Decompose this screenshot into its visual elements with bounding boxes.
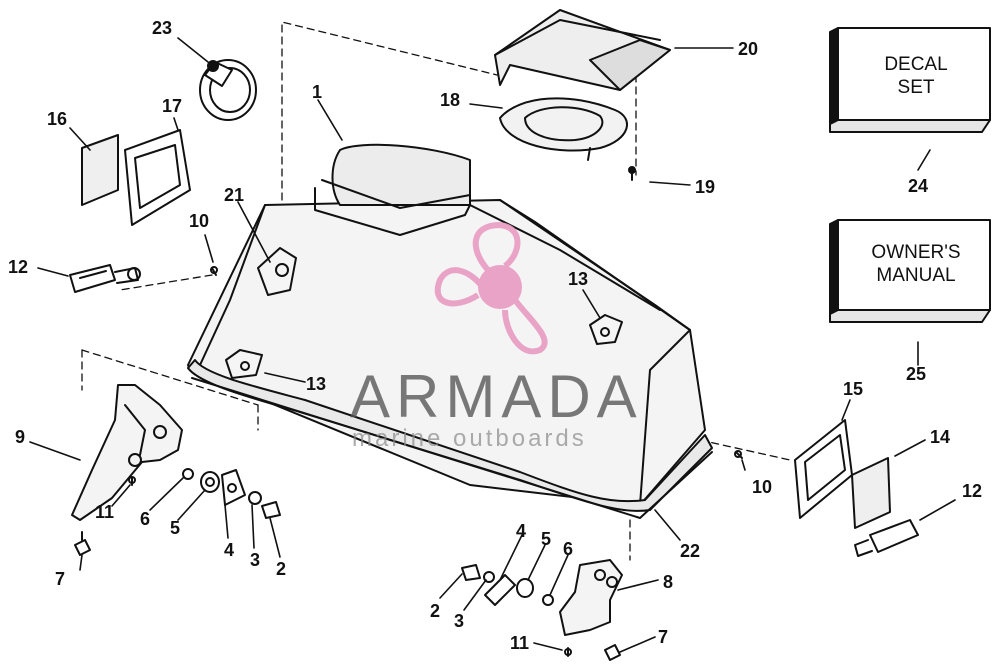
foot-7-right <box>604 644 621 661</box>
callout-5: 5 <box>541 529 552 549</box>
bracket-8 <box>559 559 623 636</box>
washer-6-right <box>542 594 554 606</box>
callout-20: 20 <box>738 39 759 59</box>
watermark-title: ARMADA <box>350 363 643 430</box>
callout-6: 6 <box>140 509 151 529</box>
plate-4-right <box>484 574 516 606</box>
callout-8: 8 <box>663 572 674 592</box>
decal-set-box <box>829 27 991 133</box>
washer-5-left <box>200 471 220 493</box>
bolt-2-right <box>461 564 481 581</box>
callout-14: 14 <box>930 427 951 447</box>
callout-3: 3 <box>250 550 261 570</box>
washer-3-right <box>483 571 495 583</box>
callout-25: 25 <box>906 364 927 384</box>
owners-manual-box <box>829 219 991 323</box>
cover-seal <box>187 359 713 519</box>
callout-4: 4 <box>224 540 235 560</box>
latch-handle-right <box>854 519 919 557</box>
owners-manual-line2: MANUAL <box>876 264 956 286</box>
screw-10-left <box>210 266 218 276</box>
callout-18: 18 <box>440 90 461 110</box>
callout-12: 12 <box>8 257 29 277</box>
screw-19 <box>628 166 636 181</box>
callout-4: 4 <box>516 521 527 541</box>
callout-10: 10 <box>752 477 773 497</box>
owners-manual-line1: OWNER'S <box>871 242 961 263</box>
decal-set-line1: DECAL <box>884 54 948 75</box>
washer-6-left <box>182 468 194 480</box>
latch-21 <box>257 247 297 296</box>
callout-16: 16 <box>47 109 68 129</box>
pin-11-left <box>128 476 136 486</box>
callout-13: 13 <box>306 374 327 394</box>
watermark-propeller <box>434 221 548 355</box>
callout-21: 21 <box>224 185 245 205</box>
bracket-9 <box>71 384 183 521</box>
callout-11: 11 <box>95 502 115 522</box>
callout-9: 9 <box>15 427 26 447</box>
decal-set-label: DECAL SET <box>856 54 976 100</box>
plate-14 <box>851 457 891 529</box>
washer-5-right <box>516 578 534 598</box>
callout-3: 3 <box>454 611 465 631</box>
watermark-subtitle: marine outboards <box>352 425 587 452</box>
decal-set-line2: SET <box>897 76 935 98</box>
gasket-15 <box>794 419 853 519</box>
wire-harness <box>199 59 257 121</box>
pin-11-right <box>564 647 572 657</box>
callout-7: 7 <box>658 627 669 647</box>
latch-handle-left <box>69 264 141 293</box>
callout-15: 15 <box>843 379 864 399</box>
callout-23: 23 <box>152 18 173 38</box>
motor-cover <box>187 143 706 506</box>
callout-24: 24 <box>908 176 929 196</box>
grommet <box>499 97 628 161</box>
callout-2: 2 <box>430 601 441 621</box>
plate-4-left <box>221 469 246 506</box>
callout-12: 12 <box>962 481 983 501</box>
bolt-2-left <box>261 501 281 519</box>
washer-3-left <box>248 491 262 505</box>
callout-10: 10 <box>189 211 210 231</box>
callout-2: 2 <box>276 559 287 579</box>
assembly-guide-lines <box>81 21 791 561</box>
foot-7-left <box>74 531 91 556</box>
leader-lines <box>29 37 956 653</box>
gasket-17 <box>124 129 191 226</box>
cover-top-piece <box>494 9 671 91</box>
callout-1: 1 <box>312 82 323 102</box>
callout-7: 7 <box>55 569 66 589</box>
fastener-13-left <box>225 349 263 379</box>
callout-19: 19 <box>695 177 716 197</box>
screw-10-right <box>734 450 743 459</box>
callout-11: 11 <box>510 633 530 653</box>
fastener-13-right <box>589 314 623 345</box>
owners-manual-label: OWNER'S MANUAL <box>852 242 980 288</box>
plate-16 <box>81 134 119 206</box>
callout-5: 5 <box>170 518 181 538</box>
callout-13: 13 <box>568 269 589 289</box>
callout-17: 17 <box>162 96 183 116</box>
callout-6: 6 <box>563 539 574 559</box>
callout-22: 22 <box>680 541 701 561</box>
